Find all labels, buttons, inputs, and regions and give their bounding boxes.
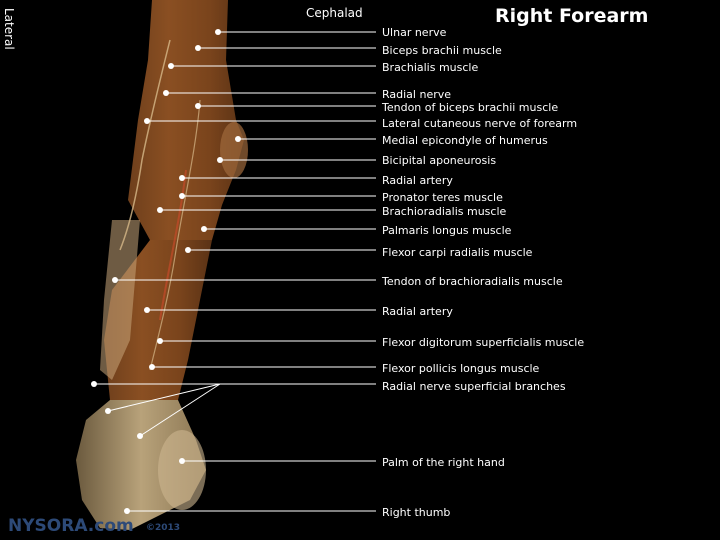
structure-label: Ulnar nerve: [382, 26, 447, 39]
nysora-logo: NYSORA.com: [8, 516, 134, 536]
structure-label: Tendon of biceps brachii muscle: [382, 101, 559, 114]
pointer-dot: [179, 193, 185, 199]
structure-label: Bicipital aponeurosis: [382, 154, 497, 167]
structure-label: Lateral cutaneous nerve of forearm: [382, 117, 578, 130]
pointer-dot: [168, 63, 174, 69]
structure-label: Brachialis muscle: [382, 61, 479, 74]
orientation-top-label: Cephalad: [306, 6, 363, 20]
orientation-left-label: Lateral: [2, 8, 16, 50]
structure-label: Tendon of brachioradialis muscle: [382, 275, 563, 288]
pointer-dot: [185, 247, 191, 253]
pointer-dot: [112, 277, 118, 283]
pointer-dot: [235, 136, 241, 142]
figure-title: Right Forearm: [495, 5, 649, 27]
structure-label: Palmaris longus muscle: [382, 224, 512, 237]
pointer-dot: [157, 338, 163, 344]
structure-label: Flexor digitorum superficialis muscle: [382, 336, 585, 349]
structure-label: Flexor carpi radialis muscle: [382, 246, 533, 259]
pointer-dot: [201, 226, 207, 232]
epicondyle-shape: [220, 122, 248, 178]
pointer-dot: [195, 103, 201, 109]
pointer-dot: [215, 29, 221, 35]
pointer-dot: [149, 364, 155, 370]
structure-label: Flexor pollicis longus muscle: [382, 362, 540, 375]
pointer-dot: [91, 381, 97, 387]
structure-label: Radial nerve: [382, 88, 452, 101]
pointer-dot: [217, 157, 223, 163]
pointer-dot: [105, 408, 111, 414]
nerve-strand: [149, 99, 201, 371]
structure-label: Pronator teres muscle: [382, 191, 503, 204]
pointer-dot: [124, 508, 130, 514]
structure-label: Medial epicondyle of humerus: [382, 134, 548, 147]
structure-label: Radial nerve superficial branches: [382, 380, 566, 393]
structure-label: Radial artery: [382, 305, 453, 318]
pointer-dot: [144, 307, 150, 313]
pointer-dot: [195, 45, 201, 51]
pointer-dot: [179, 458, 185, 464]
structure-label: Brachioradialis muscle: [382, 205, 507, 218]
nerve-strand: [119, 39, 171, 251]
leader-line: [107, 383, 221, 412]
leader-lines: [94, 31, 376, 512]
structure-label: Right thumb: [382, 506, 451, 519]
structure-label: Palm of the right hand: [382, 456, 505, 469]
pointer-dot: [137, 433, 143, 439]
structure-label: Radial artery: [382, 174, 453, 187]
copyright-note: ©2013: [146, 523, 181, 533]
pointer-dot: [163, 90, 169, 96]
nerve-strand: [159, 169, 187, 321]
tendon-strip: [100, 220, 140, 380]
pointer-dots: [91, 29, 241, 514]
upper-arm-shape: [128, 0, 244, 240]
palm-highlight: [158, 430, 206, 510]
structure-label: Biceps brachii muscle: [382, 44, 502, 57]
pointer-dot: [179, 175, 185, 181]
leader-line: [139, 383, 221, 437]
pointer-dot: [157, 207, 163, 213]
pointer-dot: [144, 118, 150, 124]
